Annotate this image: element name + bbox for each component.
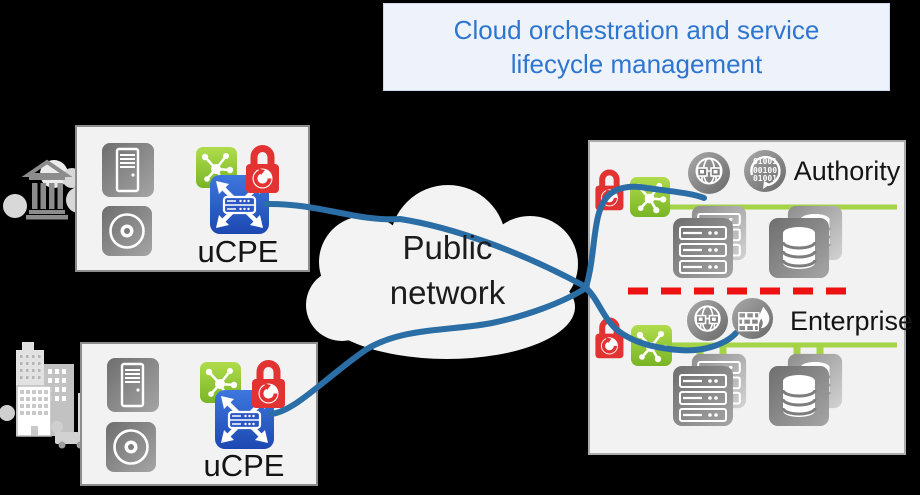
server-tower-icon [106, 357, 160, 413]
security-lock-icon [592, 163, 626, 215]
authority-label: Authority [793, 156, 901, 186]
cloud-label: Public network [389, 229, 506, 311]
database-icon [768, 365, 830, 427]
security-lock-icon [248, 354, 288, 412]
server-rack-icon [672, 217, 734, 279]
title-banner: Cloud orchestration and service lifecycl… [383, 3, 890, 91]
globe-network-icon [687, 151, 731, 195]
optical-disk-icon [105, 421, 157, 473]
server-rack-icon [672, 365, 734, 427]
network-hub-icon [629, 176, 671, 218]
ucpe-label-bottom: uCPE [203, 448, 285, 483]
network-hub-icon [630, 324, 673, 367]
security-lock-icon [242, 139, 282, 197]
database-icon [768, 217, 830, 279]
binary-data-icon: 01001 00100 01001 [743, 149, 787, 193]
security-lock-icon [592, 311, 626, 363]
title-banner-label: Cloud orchestration and service lifecycl… [453, 14, 820, 79]
binary-data-text: 01001 00100 01001 [752, 157, 778, 184]
server-tower-icon [101, 142, 155, 198]
ucpe-label-top: uCPE [197, 234, 279, 269]
enterprise-label: Enterprise [790, 306, 914, 336]
firewall-icon [731, 297, 774, 340]
globe-network-icon [686, 299, 729, 342]
optical-disk-icon [101, 205, 153, 257]
